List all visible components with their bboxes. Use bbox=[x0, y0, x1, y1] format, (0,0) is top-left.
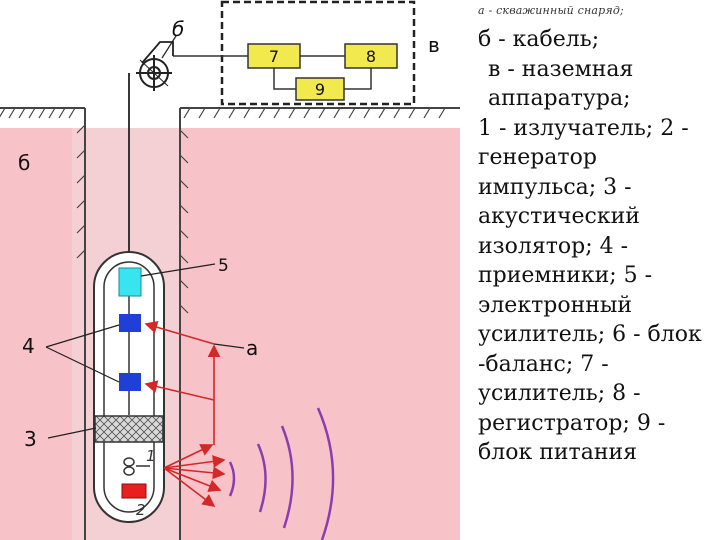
box-8 bbox=[344, 43, 398, 69]
legend-item-components: 1 - излучатель; 2 - генератор импульса; … bbox=[478, 115, 702, 466]
borehole-diagram: 7 8 9 в б б 1 2 bbox=[0, 0, 460, 540]
legend: а - скважинный снаряд; б - кабель; в - н… bbox=[478, 4, 718, 468]
acoustic-ray-paths bbox=[144, 321, 226, 507]
legend-header: а - скважинный снаряд; bbox=[478, 4, 624, 17]
emitter-1-coil bbox=[123, 457, 150, 476]
label-v: в bbox=[428, 33, 440, 57]
label-5: 5 bbox=[218, 256, 229, 276]
label-b-top: б bbox=[172, 17, 184, 41]
label-4: 4 bbox=[22, 334, 35, 358]
cable-pulley bbox=[136, 55, 172, 91]
legend-item-b: б - кабель; bbox=[478, 27, 600, 52]
acoustic-wave-fronts bbox=[228, 407, 335, 540]
rock-formation-right bbox=[180, 128, 460, 540]
leader-3 bbox=[47, 427, 97, 439]
surface-wiring bbox=[173, 55, 372, 90]
label-2: 2 bbox=[136, 501, 146, 519]
receiver-upper bbox=[119, 314, 141, 332]
label-b-left: б bbox=[18, 151, 30, 175]
box-9-label: 9 bbox=[315, 80, 325, 99]
label-1: 1 bbox=[146, 447, 156, 465]
borehole-tool: 1 2 bbox=[93, 251, 165, 523]
leader-4 bbox=[45, 324, 120, 383]
surface-equipment-box bbox=[220, 0, 416, 106]
acoustic-isolator-3 bbox=[94, 415, 164, 443]
box-7-label: 7 bbox=[269, 47, 279, 66]
ground-surface-left bbox=[0, 107, 86, 540]
pulley-leader bbox=[161, 35, 177, 59]
leader-5 bbox=[140, 263, 216, 277]
rock-formation-left bbox=[0, 128, 72, 540]
box-8-label: 8 bbox=[366, 47, 376, 66]
pulse-generator-2 bbox=[121, 483, 147, 499]
cable bbox=[128, 41, 174, 252]
receiver-lower bbox=[119, 373, 141, 391]
ground-surface-right bbox=[179, 107, 460, 540]
legend-item-v: в - наземная аппаратура; bbox=[488, 56, 634, 112]
electronic-amplifier-5 bbox=[118, 267, 142, 297]
label-3: 3 bbox=[24, 427, 37, 451]
label-a: а bbox=[246, 336, 258, 360]
